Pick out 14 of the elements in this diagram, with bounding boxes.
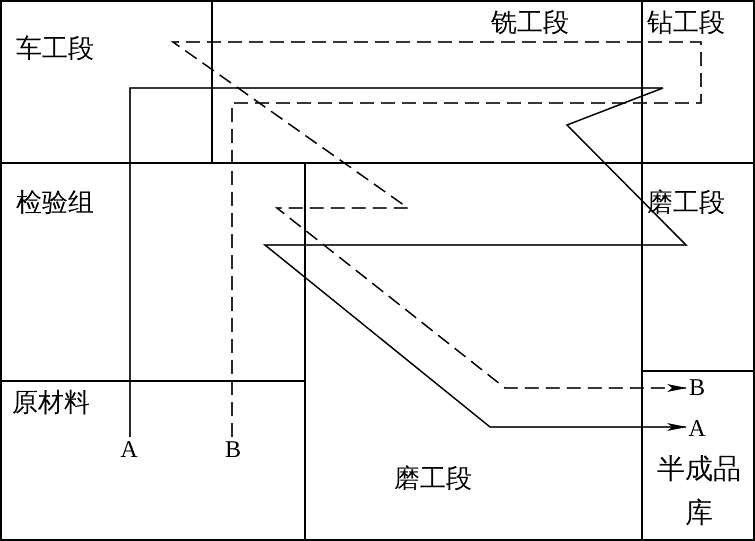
point-label: A <box>117 437 141 465</box>
area-label: 半成品库 <box>656 453 742 531</box>
area-label: 检验组 <box>16 188 94 218</box>
area-label: 车工段 <box>16 34 94 64</box>
area-label: 钻工段 <box>647 8 725 38</box>
point-label: A <box>686 416 708 442</box>
flow-arrow <box>170 41 702 437</box>
area-label: 铣工段 <box>491 8 569 38</box>
area-label: 磨工段 <box>394 464 472 494</box>
flow-arrow <box>129 87 688 437</box>
area-label: 原材料 <box>12 388 90 418</box>
area-label: 磨工段 <box>647 188 725 218</box>
point-label: B <box>221 437 245 465</box>
point-label: B <box>686 375 708 401</box>
